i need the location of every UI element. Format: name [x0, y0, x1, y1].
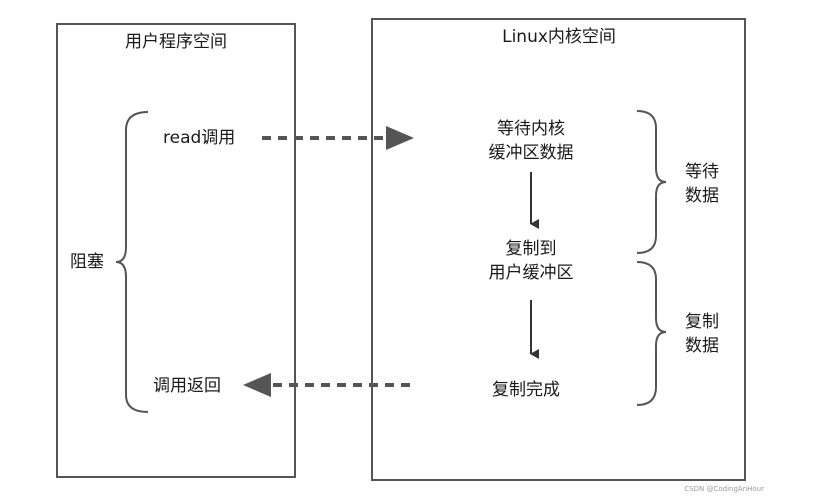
- user-space-box: [56, 23, 296, 478]
- user-space-title: 用户程序空间: [125, 32, 227, 52]
- kernel-space-box: [371, 18, 746, 481]
- step-wait-line1: 等待内核: [497, 119, 565, 139]
- step-wait-line2: 缓冲区数据: [488, 143, 574, 163]
- phase-copy-line2: 数据: [685, 336, 719, 356]
- kernel-space-title: Linux内核空间: [502, 27, 616, 47]
- step-copy-line1: 复制到: [505, 239, 557, 259]
- phase-copy-line1: 复制: [685, 312, 719, 332]
- step-copy-line2: 用户缓冲区: [488, 263, 574, 283]
- copy-phase-brace: [636, 261, 667, 406]
- blocked-label: 阻塞: [70, 252, 104, 272]
- blocked-brace: [115, 111, 149, 413]
- call-return-label: 调用返回: [153, 376, 221, 396]
- step-done: 复制完成: [492, 380, 560, 400]
- read-call-label: read调用: [163, 128, 236, 148]
- phase-wait-line2: 数据: [685, 186, 719, 206]
- wait-phase-brace: [636, 110, 667, 254]
- watermark: CSDN @CodingAnHour: [684, 485, 764, 493]
- phase-wait-line1: 等待: [685, 162, 719, 182]
- read-call-arrowhead: [386, 126, 414, 150]
- return-arrowhead: [243, 373, 271, 397]
